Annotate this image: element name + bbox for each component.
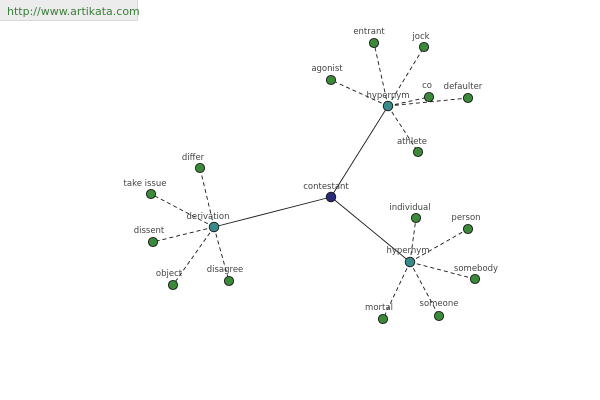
hub-node[interactable] [208, 221, 220, 233]
hub-label[interactable]: hypernym [366, 91, 409, 101]
leaf-label[interactable]: disagree [207, 265, 244, 275]
leaf-node[interactable] [194, 162, 206, 174]
leaf-node[interactable] [147, 236, 159, 248]
leaf-node[interactable] [418, 41, 430, 53]
leaf-label[interactable]: person [451, 213, 480, 223]
leaf-node[interactable] [423, 91, 435, 103]
leaf-label[interactable]: co [422, 81, 432, 91]
graph-labels: entrant jock agonist co defaulter athlete hype… [124, 27, 499, 313]
leaf-node[interactable] [469, 273, 481, 285]
edge-hub-leaf [373, 42, 389, 107]
leaf-label[interactable]: athlete [397, 137, 427, 147]
graph-edges [150, 42, 476, 320]
leaf-node[interactable] [145, 188, 157, 200]
graph-nodes [145, 37, 481, 325]
leaf-label[interactable]: somebody [454, 264, 498, 274]
edge-hub-leaf [387, 105, 419, 153]
edge-hub-leaf [330, 79, 389, 107]
center-label[interactable]: contestant [303, 182, 349, 192]
edge-center-hub [330, 196, 411, 263]
leaf-label[interactable]: jock [411, 32, 429, 42]
edge-hub-leaf [152, 226, 215, 243]
leaf-label[interactable]: defaulter [444, 82, 483, 92]
hub-label[interactable]: derivation [186, 212, 229, 222]
leaf-node[interactable] [223, 275, 235, 287]
leaf-node[interactable] [433, 310, 445, 322]
edge-hub-leaf [172, 226, 215, 286]
hub-node[interactable] [404, 256, 416, 268]
edge-hub-leaf [213, 226, 230, 282]
leaf-node[interactable] [368, 37, 380, 49]
edge-hub-leaf [382, 261, 411, 320]
leaf-node[interactable] [325, 74, 337, 86]
leaf-label[interactable]: entrant [353, 27, 385, 37]
edge-hub-leaf [409, 261, 440, 317]
leaf-label[interactable]: differ [182, 153, 205, 163]
leaf-node[interactable] [412, 146, 424, 158]
site-url-link[interactable]: http://www.artikata.com [0, 0, 140, 21]
edge-hub-leaf [387, 46, 425, 107]
hub-node[interactable] [382, 100, 394, 112]
leaf-node[interactable] [377, 313, 389, 325]
edge-center-hub [213, 196, 332, 228]
edge-hub-leaf [409, 217, 417, 263]
leaf-node[interactable] [410, 212, 422, 224]
leaf-label[interactable]: mortal [365, 303, 393, 313]
leaf-label[interactable]: someone [420, 299, 459, 309]
leaf-label[interactable]: individual [389, 203, 430, 213]
leaf-label[interactable]: dissent [134, 226, 165, 236]
edge-hub-leaf [199, 167, 215, 228]
leaf-label[interactable]: take issue [124, 179, 167, 189]
leaf-node[interactable] [462, 92, 474, 104]
hub-label[interactable]: hypernym [386, 246, 429, 256]
edge-hub-leaf [387, 97, 469, 107]
leaf-label[interactable]: object [156, 269, 183, 279]
edge-hub-leaf [150, 193, 215, 228]
center-node[interactable] [325, 191, 337, 203]
edge-center-hub [330, 105, 389, 198]
leaf-label[interactable]: agonist [311, 64, 343, 74]
leaf-node[interactable] [167, 279, 179, 291]
leaf-node[interactable] [462, 223, 474, 235]
